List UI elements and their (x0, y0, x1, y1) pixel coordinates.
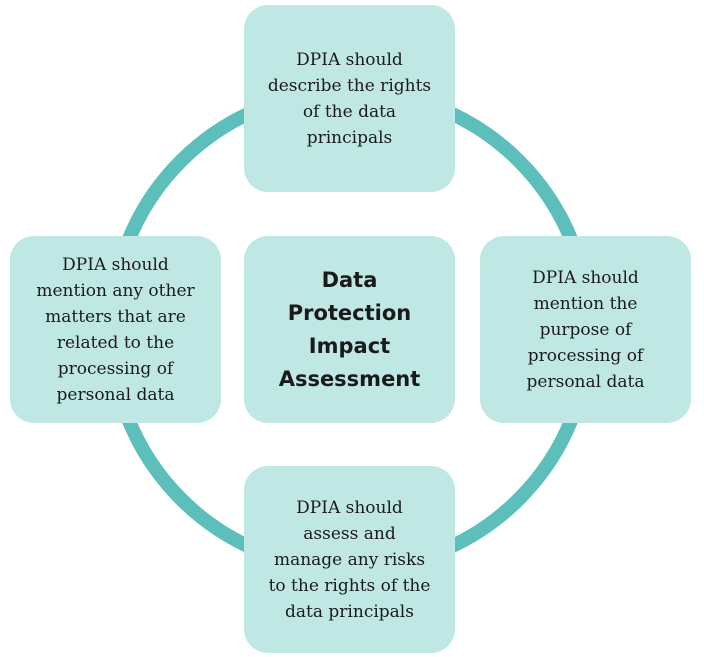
text-line: personal data (526, 371, 645, 392)
title-line: Assessment (278, 366, 421, 391)
dpia-title-box: Data Protection Impact Assessment (244, 236, 455, 423)
risk-management-box: DPIA should assess and manage any risks … (244, 466, 455, 653)
rights-of-principals-text: DPIA should describe the rights of the d… (268, 47, 431, 151)
text-line: principals (306, 127, 393, 148)
processing-purpose-text: DPIA should mention the purpose of proce… (527, 265, 645, 395)
title-line: Impact (308, 333, 391, 358)
dpia-title-text: Data Protection Impact Assessment (279, 264, 421, 396)
text-line: processing of (527, 345, 644, 366)
text-line: DPIA should (296, 497, 403, 518)
title-line: Protection (287, 300, 412, 325)
processing-purpose-box: DPIA should mention the purpose of proce… (480, 236, 691, 423)
text-line: matters that are (45, 306, 186, 327)
text-line: purpose of (539, 319, 632, 340)
text-line: DPIA should (532, 267, 639, 288)
title-line: Data (321, 267, 378, 292)
text-line: of the data (302, 101, 397, 122)
text-line: assess and (303, 523, 396, 544)
text-line: mention any other (36, 280, 195, 301)
text-line: personal data (56, 384, 175, 405)
text-line: DPIA should (296, 49, 403, 70)
text-line: related to the (56, 332, 175, 353)
text-line: mention the (533, 293, 638, 314)
other-matters-box: DPIA should mention any other matters th… (10, 236, 221, 423)
risk-management-text: DPIA should assess and manage any risks … (269, 495, 431, 625)
text-line: DPIA should (62, 254, 169, 275)
text-line: processing of (57, 358, 174, 379)
text-line: describe the rights (267, 75, 432, 96)
other-matters-text: DPIA should mention any other matters th… (36, 252, 194, 408)
rights-of-principals-box: DPIA should describe the rights of the d… (244, 5, 455, 192)
text-line: to the rights of the (268, 575, 431, 596)
text-line: data principals (285, 601, 414, 622)
text-line: manage any risks (273, 549, 426, 570)
